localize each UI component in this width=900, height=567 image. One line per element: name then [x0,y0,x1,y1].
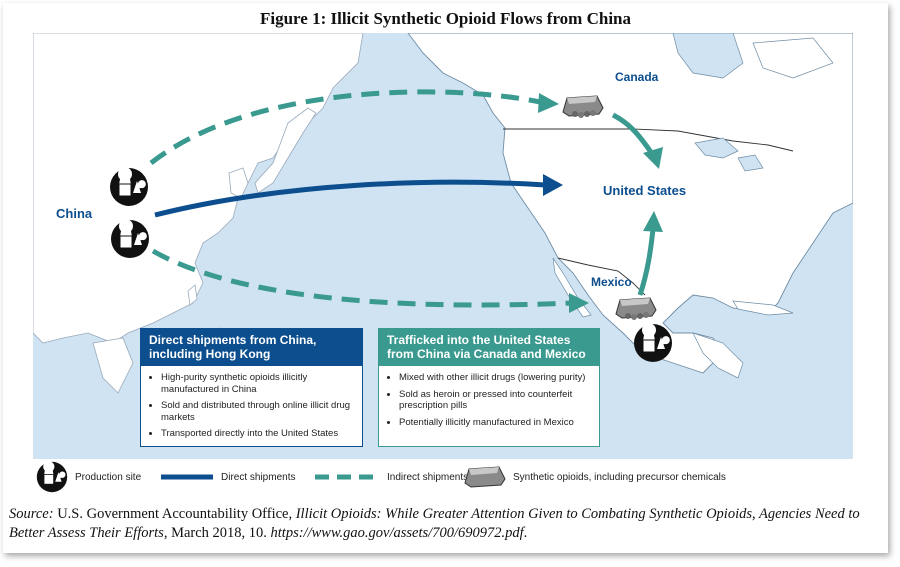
arrowhead-canada-to-us [643,147,663,169]
central-america [692,332,744,379]
legend-direct-label: Direct shipments [221,471,296,483]
trafficked-box-list: Mixed with other illicit drugs (lowering… [379,372,599,428]
direct-route [154,179,546,218]
arrowhead-mexico-to-us [643,211,663,232]
map-graphic [33,33,853,394]
label-china: China [56,206,93,221]
korea-landmass [228,167,249,199]
source-url[interactable]: https://www.gao.gov/assets/700/690972.pd… [270,525,524,541]
trafficked-box-heading: Trafficked into the United States from C… [379,329,599,366]
direct-box-list: High-purity synthetic opioids illicitly … [141,372,362,440]
taiwan-landmass [187,284,198,306]
source-prefix: Source: [9,506,54,522]
legend-opioids-label: Synthetic opioids, including precursor c… [513,471,726,483]
canada-us-border [503,128,794,152]
indirect-arrowhead-canada [538,93,559,113]
list-item: Sold and distributed through online illi… [161,400,354,423]
list-item: Transported directly into the United Sta… [161,428,354,440]
source-date: , March 2018, 10. [163,525,271,541]
list-item: Mixed with other illicit drugs (lowering… [399,372,591,384]
arctic-islands [752,37,834,79]
great-lakes [694,137,764,172]
asia-landmass [33,33,364,344]
indirect-route-mexico [151,248,574,308]
source-end: . [523,525,528,541]
list-item: Potentially illicitly manufactured in Me… [399,417,591,429]
legend-indirect: Indirect shipments [315,461,468,493]
baja-california [552,257,592,318]
production-site-icon [36,461,68,493]
legend-direct: Direct shipments [161,461,295,493]
legend-opioids: Synthetic opioids, including precursor c… [463,461,726,493]
source-citation: Source: U.S. Government Accountability O… [9,505,889,543]
label-united-states: United States [603,183,687,198]
cuba-landmass [732,300,794,316]
indirect-route-canada [149,89,546,165]
direct-line-swatch [161,474,213,480]
indochina-landmass [92,337,134,394]
north-america-landmass [407,33,853,374]
label-canada: Canada [615,70,659,84]
route-mexico-to-us [637,228,656,296]
legend: Production site Direct shipments Indirec… [33,461,853,493]
legend-production-site-label: Production site [75,471,142,483]
hudson-bay [672,33,744,79]
map: China Canada United States Mexico Direct… [33,33,853,459]
indirect-arrowhead-mexico [569,293,589,313]
japan-landmass [254,107,317,194]
list-item: High-purity synthetic opioids illicitly … [161,372,354,395]
source-report-title: Illicit Opioids: While Greater Attention… [9,506,860,541]
direct-shipments-box: Direct shipments from China, including H… [140,328,363,447]
legend-production-site: Production site [35,461,141,493]
list-item: Sold as heroin or pressed into counterfe… [399,389,591,412]
direct-arrowhead [543,174,563,196]
source-org: U.S. Government Accountability Office, [53,506,296,522]
label-mexico: Mexico [591,275,632,289]
legend-indirect-label: Indirect shipments [387,471,469,483]
figure-title: Figure 1: Illicit Synthetic Opioid Flows… [259,9,632,28]
indirect-line-swatch [315,474,379,480]
us-mexico-border [557,257,646,296]
trafficked-box: Trafficked into the United States from C… [378,328,600,447]
opioid-pile-icon [464,466,506,488]
figure-frame: Figure 1: Illicit Synthetic Opioid Flows… [3,3,888,553]
direct-box-heading: Direct shipments from China, including H… [141,329,362,366]
